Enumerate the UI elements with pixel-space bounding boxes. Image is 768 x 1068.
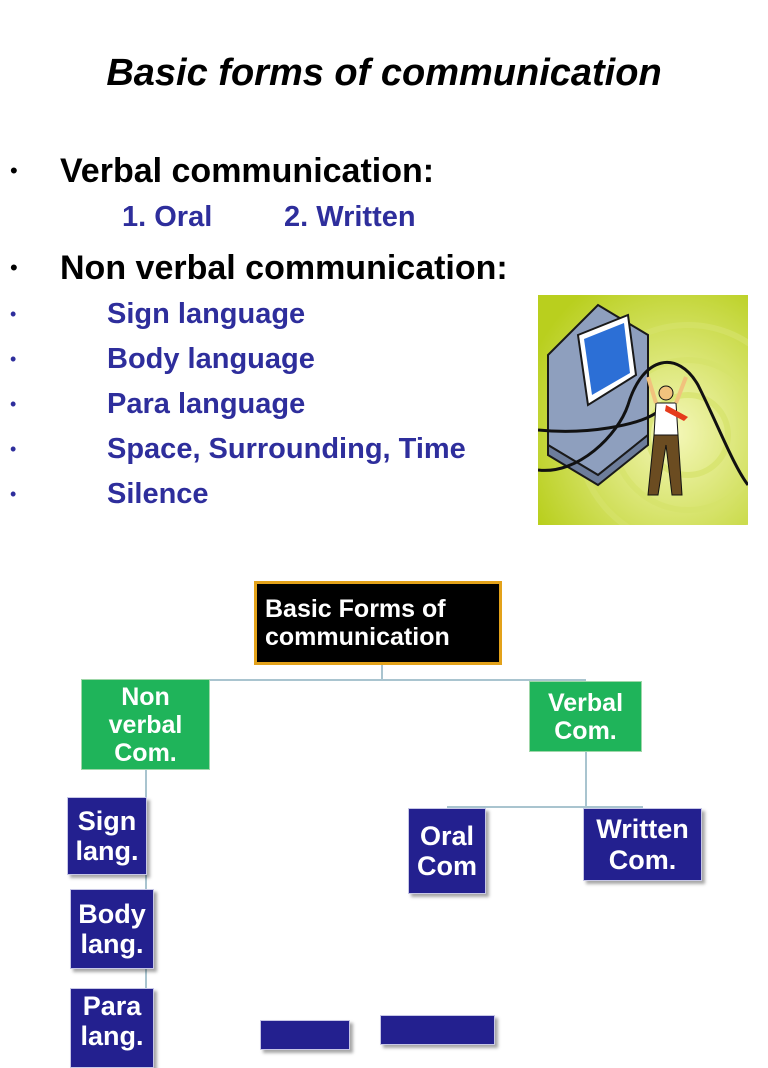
connector-line [381,664,383,680]
chart-verbal-box: Verbal Com. [529,681,642,752]
chart-body-lang-box: Body lang. [70,889,154,969]
chart-written-com-box: Written Com. [583,808,702,881]
nonverbal-item: Body language [107,343,315,375]
bullet-dot: • [10,304,17,324]
nonverbal-item: Para language [107,388,306,420]
nonverbal-item: Sign language [107,298,306,330]
bullet-dot: • [10,394,17,414]
nonverbal-heading: Non verbal communication: [60,249,508,287]
connector-line [585,752,587,807]
bullet-dot: • [10,158,18,183]
connector-line [145,679,586,681]
chart-sign-lang-box: Sign lang. [67,797,147,875]
bullet-dot: • [10,255,18,280]
communication-clipart-icon [538,295,748,525]
chart-para-lang-box: Para lang. [70,988,154,1068]
verbal-item-written: 2. Written [284,201,416,233]
slide-title: Basic forms of communication [106,52,662,94]
nonverbal-item: Silence [107,478,209,510]
bullet-dot: • [10,439,17,459]
chart-partial-box [260,1020,350,1050]
chart-root-box: Basic Forms of communication [254,581,502,665]
verbal-heading: Verbal communication: [60,152,435,190]
bullet-dot: • [10,349,17,369]
chart-oral-com-box: Oral Com [408,808,486,894]
verbal-item-oral: 1. Oral [122,201,213,233]
nonverbal-item: Space, Surrounding, Time [107,433,466,465]
bullet-dot: • [10,484,17,504]
connector-line [447,806,643,808]
chart-nonverbal-box: Non verbal Com. [81,679,210,770]
chart-partial-box [380,1015,495,1045]
